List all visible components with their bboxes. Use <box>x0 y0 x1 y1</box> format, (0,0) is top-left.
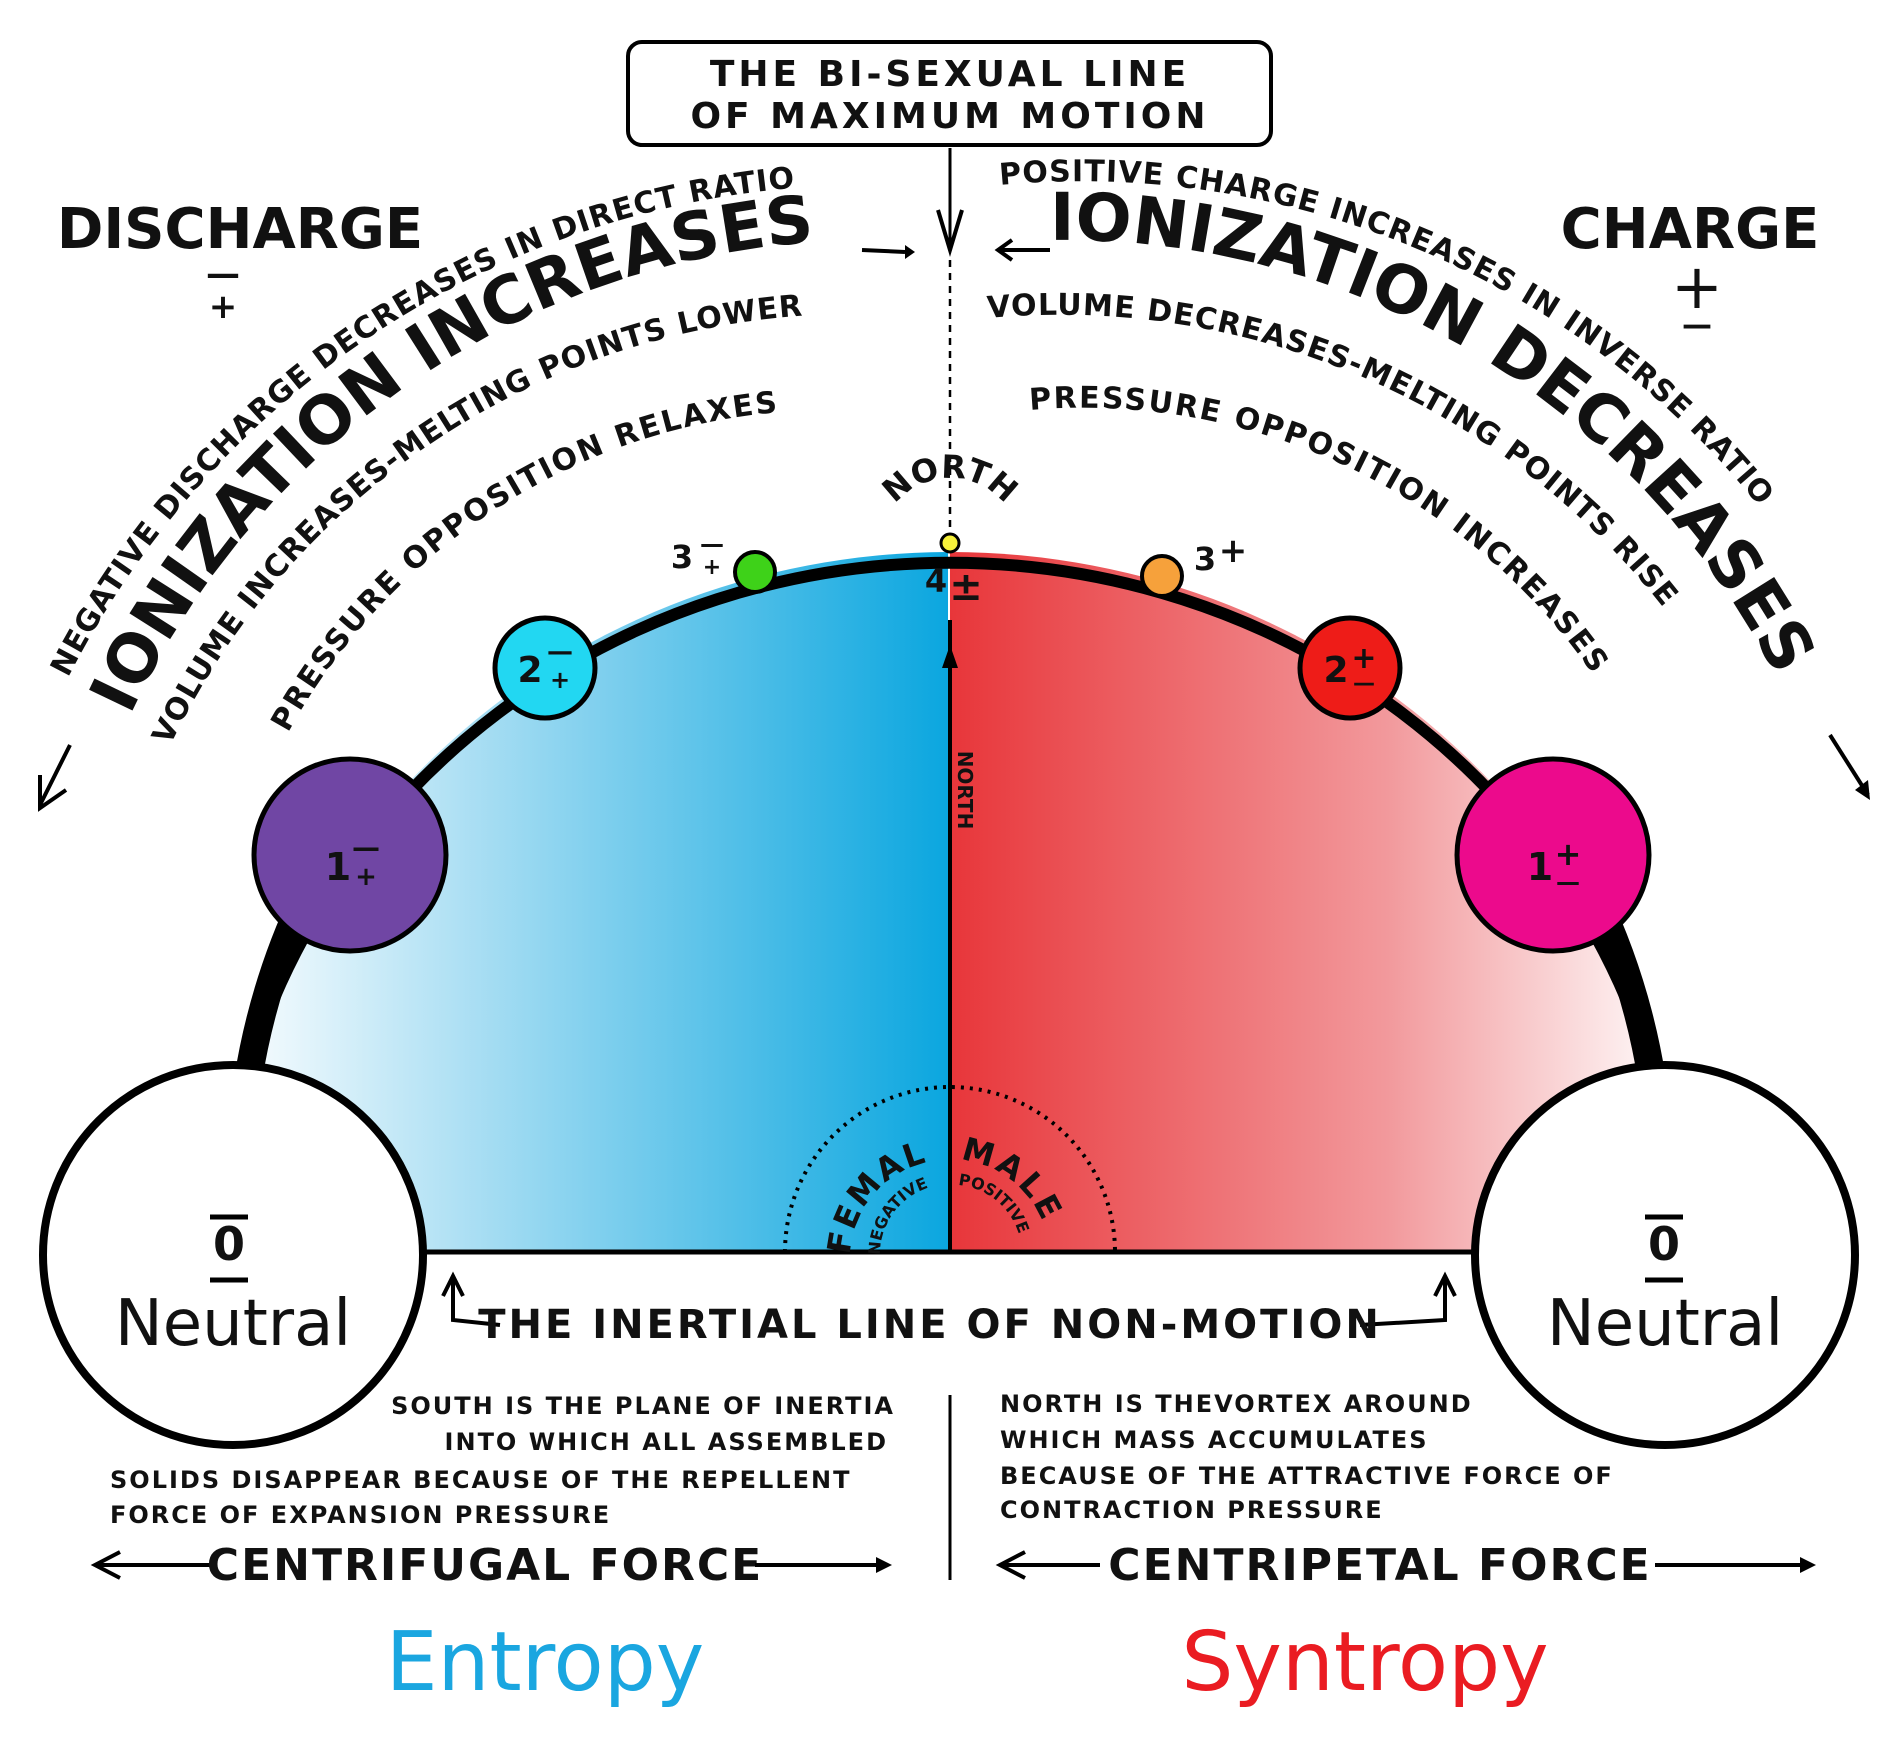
node-right-3-sign: + <box>1219 531 1248 571</box>
right-top-arrowhead-icon <box>994 238 1014 262</box>
centrifugal-label: CENTRIFUGAL FORCE <box>207 1540 763 1591</box>
syntropy-half <box>950 552 1680 1252</box>
south-line-4: FORCE OF EXPANSION PRESSURE <box>110 1501 611 1529</box>
centrifugal-force: CENTRIFUGAL FORCE <box>90 1540 892 1591</box>
node-left-1-sign-top: — <box>352 831 380 864</box>
charge-sign-minus: — <box>1682 308 1712 343</box>
neutral-left-value: 0 <box>213 1217 245 1271</box>
north-line-4: CONTRACTION PRESSURE <box>1000 1496 1384 1524</box>
left-top-arrowhead-icon <box>905 245 915 259</box>
discharge-sign-minus: — <box>206 254 240 294</box>
node-left-2-number: 2 <box>517 650 542 691</box>
south-line-3: SOLIDS DISAPPEAR BECAUSE OF THE REPELLEN… <box>110 1466 851 1494</box>
syntropy-label: Syntropy <box>1181 1615 1548 1710</box>
node-right-2-sign-top: + <box>1351 641 1376 676</box>
node-north-4-sign: ± <box>949 564 983 610</box>
neutral-left-label: Neutral <box>115 1287 351 1361</box>
entropy-half <box>220 552 948 1252</box>
centripetal-label: CENTRIPETAL FORCE <box>1108 1540 1651 1591</box>
north-line-2: WHICH MASS ACCUMULATES <box>1000 1426 1429 1454</box>
node-right-3-number: 3 <box>1194 540 1216 578</box>
south-line-1: SOUTH IS THE PLANE OF INERTIA <box>391 1392 895 1420</box>
neutral-left: 0 Neutral <box>39 1061 427 1449</box>
node-right-1-sign-top: + <box>1555 835 1582 873</box>
entropy-label: Entropy <box>386 1615 705 1710</box>
north-line-1: NORTH IS THEVORTEX AROUND <box>1000 1390 1473 1418</box>
right-arc-arrowhead-icon <box>1855 780 1870 800</box>
neutral-right-label: Neutral <box>1547 1287 1783 1361</box>
node-right-1-number: 1 <box>1527 845 1553 889</box>
semicircle-fill <box>220 552 1680 1255</box>
charge-title: CHARGE <box>1561 197 1820 262</box>
bisexual-line-label: THE BI-SEXUAL LINE OF MAXIMUM MOTION <box>626 40 1273 147</box>
node-right-2-number: 2 <box>1323 650 1348 691</box>
left-arc-arrowhead-icon <box>38 775 68 812</box>
node-right-2-sign-bottom: — <box>1353 671 1375 696</box>
axis-arrow-up-icon <box>942 645 958 668</box>
inertial-line-label: THE INERTIAL LINE OF NON-MOTION <box>478 1302 1382 1348</box>
north-paragraph: NORTH IS THEVORTEX AROUND WHICH MASS ACC… <box>1000 1390 1614 1524</box>
node-left-3-number: 3 <box>671 538 693 576</box>
node-right-2: 2 + — <box>1297 615 1403 721</box>
node-right-1: 1 + — <box>1454 756 1652 954</box>
node-left-1-sign-bottom: + <box>355 862 377 892</box>
south-paragraph: SOUTH IS THE PLANE OF INERTIA INTO WHICH… <box>110 1392 895 1529</box>
left-arc-arrow-icon <box>38 744 72 806</box>
node-left-3-sign-bottom: + <box>703 555 721 580</box>
discharge-sign-plus: + <box>209 287 238 327</box>
node-right-1-sign-bottom: — <box>1556 868 1580 896</box>
charge-header: CHARGE + — <box>1561 197 1820 343</box>
node-left-1-number: 1 <box>325 845 351 889</box>
node-right-3: 3 + <box>1140 531 1248 598</box>
bisexual-label-line2: OF MAXIMUM MOTION <box>690 96 1209 137</box>
node-left-2-sign-top: — <box>547 637 573 667</box>
neutral-right-value: 0 <box>1648 1217 1680 1271</box>
node-left-3-sign-top: — <box>700 530 724 558</box>
inertial-line-bracket <box>441 1271 1457 1327</box>
south-line-2: INTO WHICH ALL ASSEMBLED <box>445 1428 888 1456</box>
discharge-header: DISCHARGE — + <box>57 197 423 327</box>
node-north-4-number: 4 <box>925 562 947 600</box>
neutral-right: 0 Neutral <box>1471 1061 1859 1449</box>
node-left-1: 1 — + <box>251 756 449 954</box>
left-top-arrow-icon <box>861 248 906 254</box>
node-north-4: 4 ± <box>925 532 983 610</box>
bisexual-label-line1: THE BI-SEXUAL LINE <box>710 54 1190 95</box>
node-left-2: 2 — + <box>492 615 598 721</box>
charge-sign-plus: + <box>1671 250 1723 323</box>
top-pointer-arrow-icon <box>936 209 964 257</box>
node-left-3: 3 — + <box>671 530 777 594</box>
discharge-title: DISCHARGE <box>57 197 423 262</box>
north-line-3: BECAUSE OF THE ATTRACTIVE FORCE OF <box>1000 1462 1614 1490</box>
centripetal-force: CENTRIPETAL FORCE <box>995 1540 1816 1591</box>
north-axis-label: NORTH <box>953 751 977 830</box>
node-left-2-sign-bottom: + <box>550 666 570 694</box>
